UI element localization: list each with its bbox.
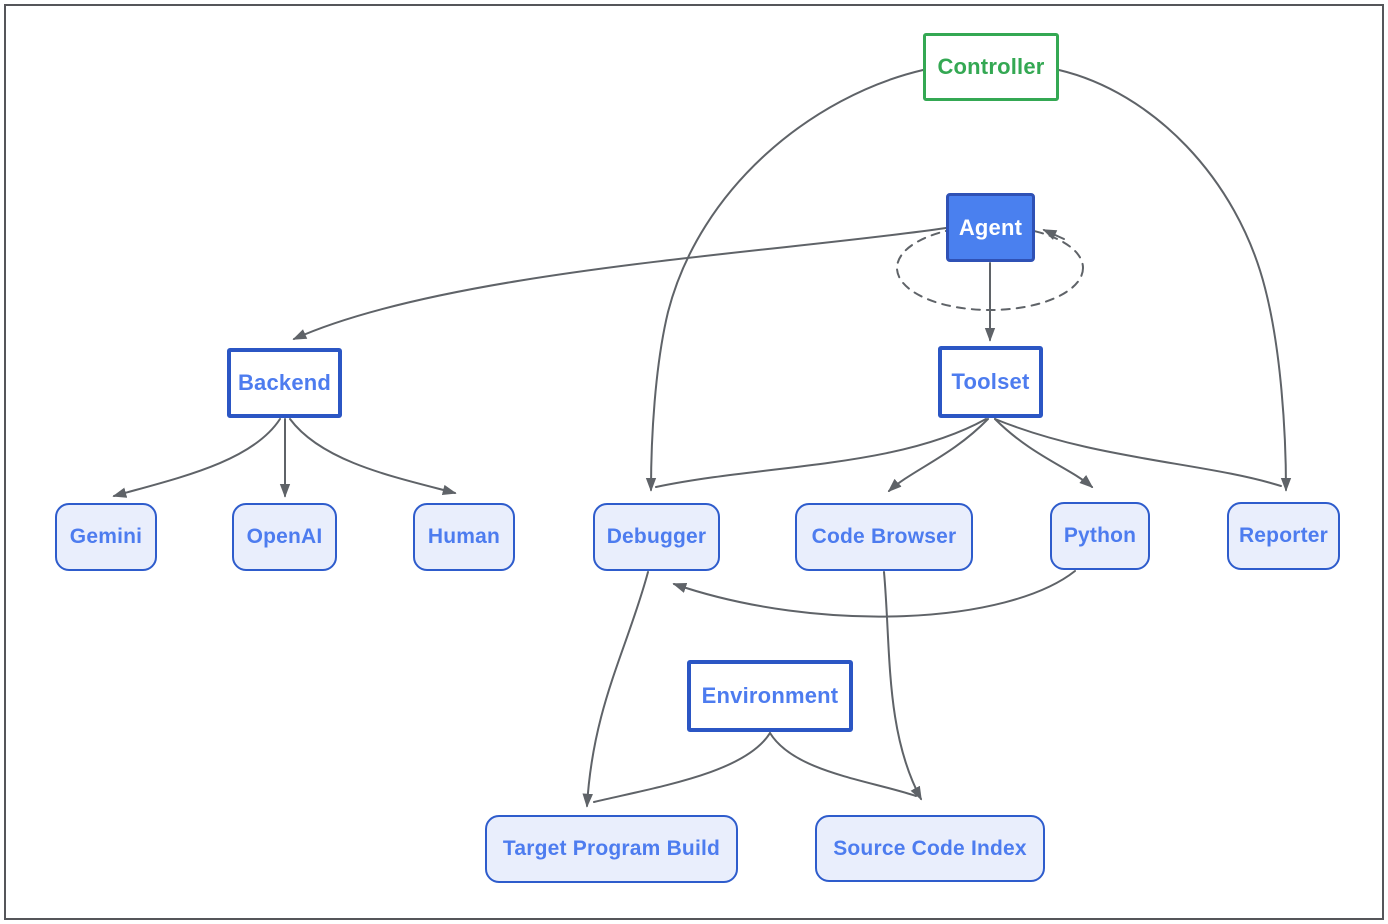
node-backend-label: Backend bbox=[237, 370, 332, 395]
node-python-label: Python bbox=[1063, 524, 1137, 547]
edge-python-to-debugger bbox=[672, 570, 1076, 618]
edge-backend-to-gemini bbox=[112, 418, 281, 498]
node-gemini-label: Gemini bbox=[69, 525, 143, 548]
node-backend[interactable]: Backend bbox=[227, 348, 342, 418]
edge-toolset-to-python bbox=[994, 418, 1094, 489]
node-reporter[interactable]: Reporter bbox=[1227, 502, 1340, 570]
node-target-program-build[interactable]: Target Program Build bbox=[485, 815, 738, 883]
edge-toolset-to-reporter bbox=[994, 418, 1282, 487]
node-agent-label: Agent bbox=[958, 214, 1023, 240]
edge-agent-self-loop-arrow bbox=[1042, 229, 1065, 240]
node-reporter-label: Reporter bbox=[1238, 524, 1329, 547]
edge-debugger-to-targetbuild bbox=[582, 571, 649, 808]
node-target-program-build-label: Target Program Build bbox=[502, 837, 721, 860]
edge-toolset-to-debugger bbox=[655, 418, 987, 488]
node-controller[interactable]: Controller bbox=[923, 33, 1059, 101]
node-source-code-index-label: Source Code Index bbox=[833, 836, 1027, 860]
edge-agent-to-backend bbox=[292, 227, 947, 340]
node-source-code-index[interactable]: Source Code Index bbox=[815, 815, 1045, 882]
edge-controller-to-debugger bbox=[645, 69, 924, 492]
node-environment-label: Environment bbox=[701, 683, 839, 708]
node-controller-label: Controller bbox=[937, 54, 1045, 79]
node-toolset[interactable]: Toolset bbox=[938, 346, 1043, 418]
edge-controller-to-reporter bbox=[1058, 69, 1292, 492]
edge-codebrowser-to-sourceindex bbox=[883, 571, 922, 801]
node-human-label: Human bbox=[427, 525, 501, 548]
node-code-browser-label: Code Browser bbox=[811, 525, 957, 548]
node-code-browser[interactable]: Code Browser bbox=[795, 503, 973, 571]
node-debugger[interactable]: Debugger bbox=[593, 503, 720, 571]
node-python[interactable]: Python bbox=[1050, 502, 1150, 570]
edge-environment-to-targetbuild bbox=[593, 732, 771, 803]
edge-environment-to-sourceindex bbox=[769, 732, 917, 797]
node-agent[interactable]: Agent bbox=[946, 193, 1035, 262]
edge-backend-to-human bbox=[289, 418, 457, 495]
node-environment[interactable]: Environment bbox=[687, 660, 853, 732]
node-human[interactable]: Human bbox=[413, 503, 515, 571]
node-openai-label: OpenAI bbox=[246, 525, 323, 548]
node-gemini[interactable]: Gemini bbox=[55, 503, 157, 571]
node-openai[interactable]: OpenAI bbox=[232, 503, 337, 571]
edge-toolset-to-codebrowser bbox=[887, 418, 989, 493]
node-debugger-label: Debugger bbox=[606, 525, 707, 548]
node-toolset-label: Toolset bbox=[951, 369, 1030, 394]
